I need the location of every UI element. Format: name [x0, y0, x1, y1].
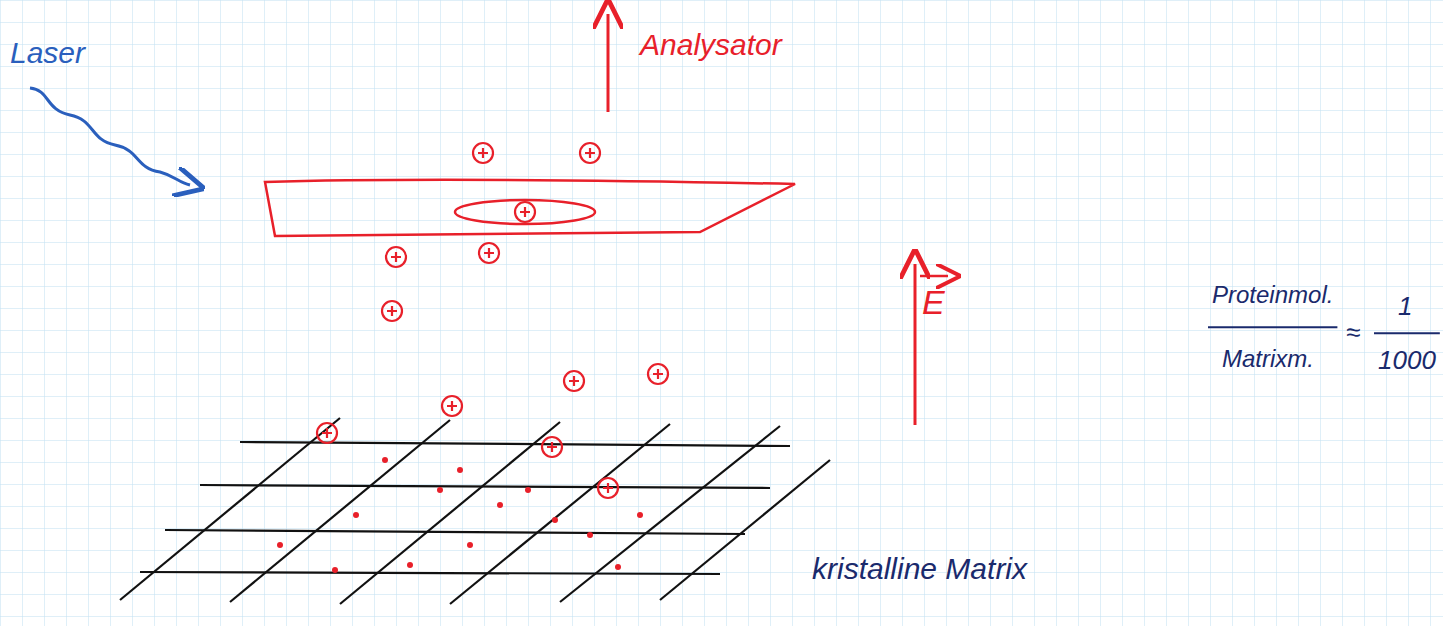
ion — [473, 143, 493, 163]
crystal-lattice — [120, 418, 830, 604]
ion-charge — [484, 248, 494, 258]
ion-charge — [585, 148, 595, 158]
detector-plate — [265, 180, 795, 236]
ion — [317, 423, 337, 443]
fraction-numerator: Proteinmol. — [1212, 282, 1333, 308]
ion — [386, 247, 406, 267]
ratio-numerator: 1 — [1398, 292, 1412, 321]
ion-charge — [447, 401, 457, 411]
ion-charge — [387, 306, 397, 316]
fraction-denominator: Matrixm. — [1222, 346, 1314, 372]
ion-charge — [547, 442, 557, 452]
ion-charge — [478, 148, 488, 158]
ion-symbols — [317, 143, 668, 498]
ion — [648, 364, 668, 384]
ion-charge — [391, 252, 401, 262]
analyser-label: Analysator — [640, 28, 782, 61]
ion-charge — [322, 428, 332, 438]
ion — [515, 202, 535, 222]
ion — [382, 301, 402, 321]
ratio-bar — [1374, 332, 1440, 334]
laser-beam — [30, 88, 190, 185]
ion — [479, 243, 499, 263]
field-arrow — [914, 264, 917, 425]
ion — [442, 396, 462, 416]
ion — [564, 371, 584, 391]
vector-arrow — [920, 275, 948, 278]
analyser-arrow — [607, 14, 610, 112]
ion — [580, 143, 600, 163]
laser-label: Laser — [10, 36, 85, 69]
ion-charge — [520, 207, 530, 217]
field-label: E — [922, 284, 945, 321]
ion-charge — [603, 483, 613, 493]
ion — [542, 437, 562, 457]
ratio-denominator: 1000 — [1378, 346, 1436, 375]
matrix-label: kristalline Matrix — [812, 552, 1027, 585]
fraction-bar — [1208, 326, 1337, 328]
matrix-molecules — [277, 457, 643, 573]
ion — [598, 478, 618, 498]
detector-spot — [455, 200, 595, 224]
ion-charge — [569, 376, 579, 386]
approx-sign: ≈ — [1346, 318, 1360, 347]
ion-charge — [653, 369, 663, 379]
